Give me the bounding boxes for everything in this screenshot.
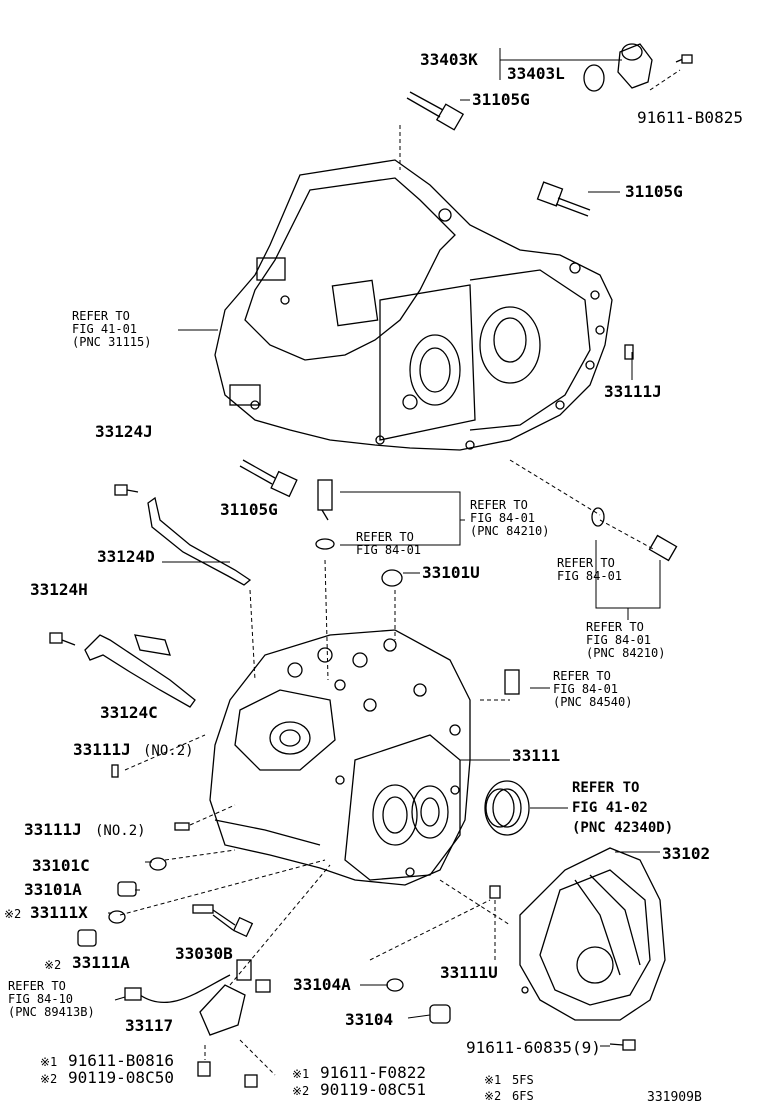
small-parts-drawing: [77, 344, 678, 1088]
part-label: 31105G: [220, 500, 278, 519]
part-label: 33111J: [604, 382, 662, 401]
part-label: 91611-B0825: [637, 108, 743, 127]
part-label: 33111A: [72, 953, 130, 972]
case-cover-drawing: [519, 847, 666, 1021]
note-mark: ※1: [484, 1073, 502, 1087]
part-label: 33101A: [24, 880, 82, 899]
part-label: 33403K: [420, 50, 478, 69]
part-label: 33111X: [30, 903, 88, 922]
part-label: 90119-08C50: [68, 1068, 174, 1087]
leader-lines: [108, 48, 661, 1047]
part-label: 91611-60835(9): [466, 1038, 601, 1057]
shift-fork-drawing: [84, 496, 252, 708]
part-label: 33111J: [24, 820, 82, 839]
footnote-text: 5FS: [512, 1073, 534, 1087]
part-label: 33101C: [32, 856, 90, 875]
part-label: 33124H: [30, 580, 88, 599]
transmission-case-drawing: [209, 629, 471, 886]
note-mark: ※2: [44, 958, 62, 972]
oil-seal-drawing: [484, 780, 530, 836]
note-mark: ※2: [292, 1084, 310, 1098]
speed-sensor-drawing: [124, 959, 271, 1036]
part-label: 31105G: [625, 182, 683, 201]
footnote-text: 6FS: [512, 1089, 534, 1103]
part-label: 31105G: [472, 90, 530, 109]
part-label: 33104A: [293, 975, 351, 994]
part-label: 33104: [345, 1010, 394, 1029]
part-label: 33124J: [95, 422, 153, 441]
part-label: 90119-08C51: [320, 1080, 426, 1099]
bearing-retainer-drawing: [583, 43, 693, 92]
note-mark: ※2: [40, 1072, 58, 1086]
part-label: 33403L: [507, 64, 565, 83]
part-label: 33102: [662, 844, 711, 863]
note-mark: ※2: [4, 907, 22, 921]
bolt-drawings: [49, 91, 636, 1051]
note-mark: ※1: [40, 1055, 58, 1069]
part-label: 91611-F0822: [320, 1063, 426, 1082]
part-label: 91611-B0816: [68, 1051, 174, 1070]
part-label: 33117: [125, 1016, 174, 1035]
part-qualifier: (NO.2): [143, 743, 194, 759]
part-label: 33124C: [100, 703, 158, 722]
part-label: 33124D: [97, 547, 155, 566]
part-qualifier: (NO.2): [95, 823, 146, 839]
part-label: 33111J: [73, 740, 131, 759]
clutch-housing-drawing: [214, 159, 613, 451]
figure-id: 331909B: [647, 1090, 702, 1105]
assembly-lines: [119, 69, 681, 1076]
part-label: 33111U: [440, 963, 498, 982]
part-label: 33030B: [175, 944, 233, 963]
note-mark: ※1: [292, 1067, 310, 1081]
note-mark: ※2: [484, 1089, 502, 1103]
part-label: 33101U: [422, 563, 480, 582]
part-label: 33111: [512, 746, 561, 765]
